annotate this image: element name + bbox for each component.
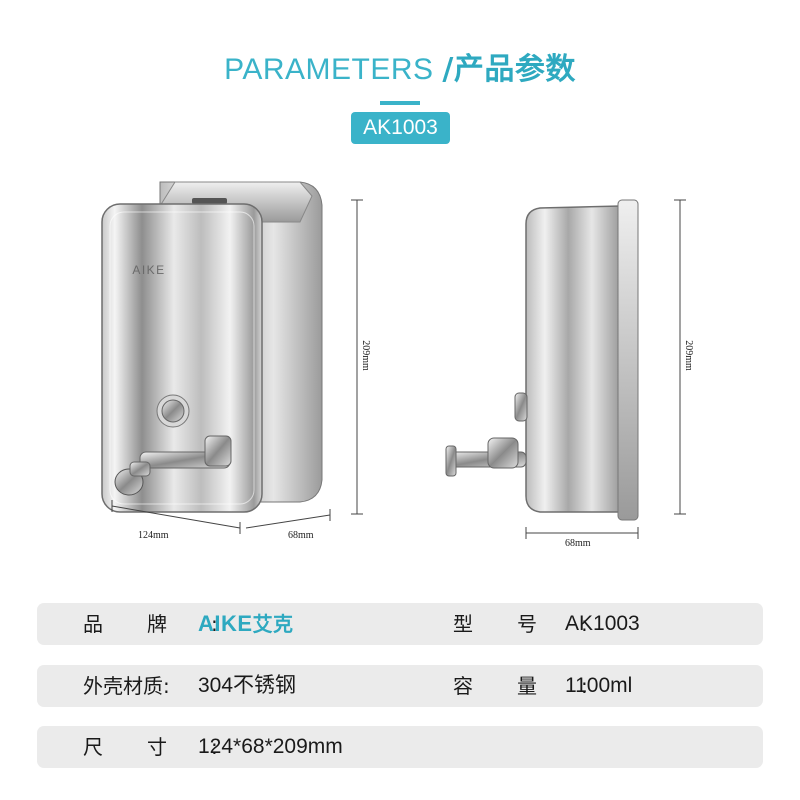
spec-row-material-capacity: 外壳材质: 304不锈钢 容量: 1100ml: [37, 665, 763, 707]
side-depth-label: 68mm: [565, 538, 591, 549]
front-brand-logo: AIKE: [132, 263, 165, 277]
size-label: 尺寸:: [83, 735, 262, 759]
capacity-label: 容量:: [453, 674, 632, 698]
brand-logo-zh: 艾克: [252, 612, 294, 636]
size-value: 124*68*209mm: [198, 735, 343, 758]
spec-row-brand-model: 品牌: AIKE艾克 型号: AK1003: [37, 603, 763, 645]
page-title: PARAMETERS /产品参数: [0, 44, 800, 88]
brand-logo-en: AIKE: [198, 611, 253, 636]
front-width-label: 124mm: [138, 530, 169, 541]
side-height-label: 209mm: [682, 340, 694, 371]
brand-logo: AIKE艾克: [198, 603, 294, 645]
title-chinese: /产品参数: [442, 52, 576, 87]
material-label: 外壳材质:: [83, 674, 170, 698]
front-depth-label: 68mm: [288, 530, 314, 541]
brand-label: 品牌:: [83, 612, 262, 636]
material-value: 304不锈钢: [198, 674, 297, 697]
spec-row-size: 尺寸: 124*68*209mm: [37, 726, 763, 768]
title-english: PARAMETERS: [224, 53, 434, 86]
model-value: AK1003: [565, 612, 640, 635]
title-underline: [380, 101, 420, 105]
product-illustration: AIKE: [101, 181, 686, 539]
model-label: 型号:: [453, 612, 632, 636]
front-height-label: 209mm: [359, 340, 371, 371]
side-view: [445, 199, 686, 539]
front-view: AIKE: [101, 181, 363, 534]
capacity-value: 1100ml: [565, 674, 633, 697]
model-badge: AK1003: [351, 112, 450, 144]
